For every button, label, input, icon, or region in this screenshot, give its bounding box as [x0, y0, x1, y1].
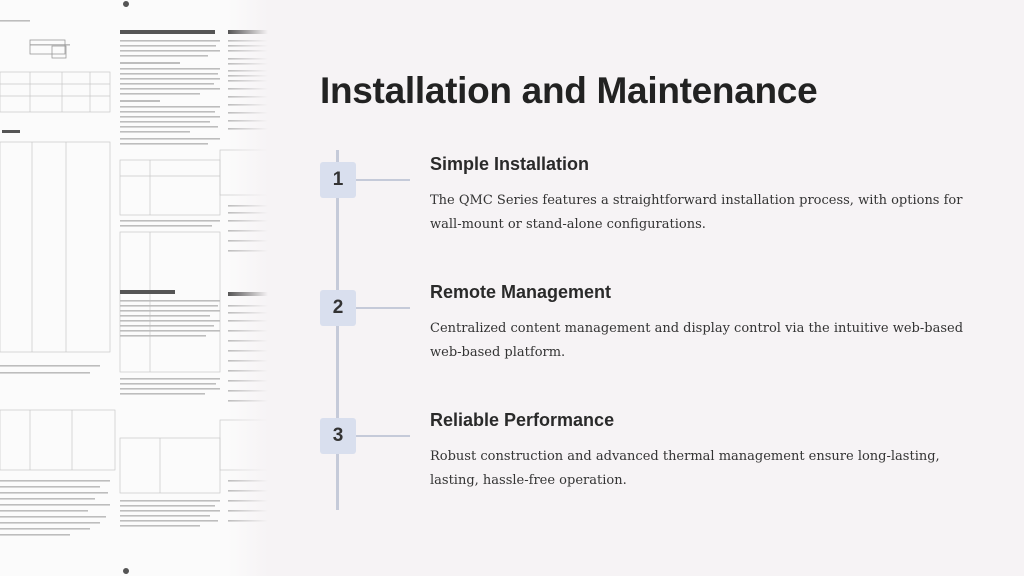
- step-heading: Simple Installation: [430, 154, 590, 174]
- timeline-line: [336, 150, 339, 510]
- step-number-badge: 2: [320, 290, 356, 326]
- document-photo: [0, 0, 268, 576]
- step-connector: [356, 435, 410, 437]
- step-connector: [356, 307, 410, 309]
- document-illustration: [0, 20, 268, 536]
- step-heading: Remote Management: [430, 282, 612, 302]
- step-connector: [356, 179, 410, 181]
- step-remote-management: 2 Remote Management Centralized content …: [320, 282, 980, 400]
- slide-title: Installation and Maintenance: [320, 70, 818, 111]
- step-number-badge: 1: [320, 162, 356, 198]
- pin-icon: [123, 1, 129, 7]
- step-description: The QMC Series features a straightforwar…: [430, 193, 963, 232]
- step-description: Robust construction and advanced thermal…: [430, 449, 940, 488]
- pin-icon: [123, 568, 129, 574]
- step-number-badge: 3: [320, 418, 356, 454]
- step-reliable-performance: 3 Reliable Performance Robust constructi…: [320, 410, 980, 528]
- step-simple-installation: 1 Simple Installation The QMC Series fea…: [320, 154, 980, 272]
- step-heading: Reliable Performance: [430, 410, 615, 430]
- step-description: Centralized content management and displ…: [430, 321, 964, 360]
